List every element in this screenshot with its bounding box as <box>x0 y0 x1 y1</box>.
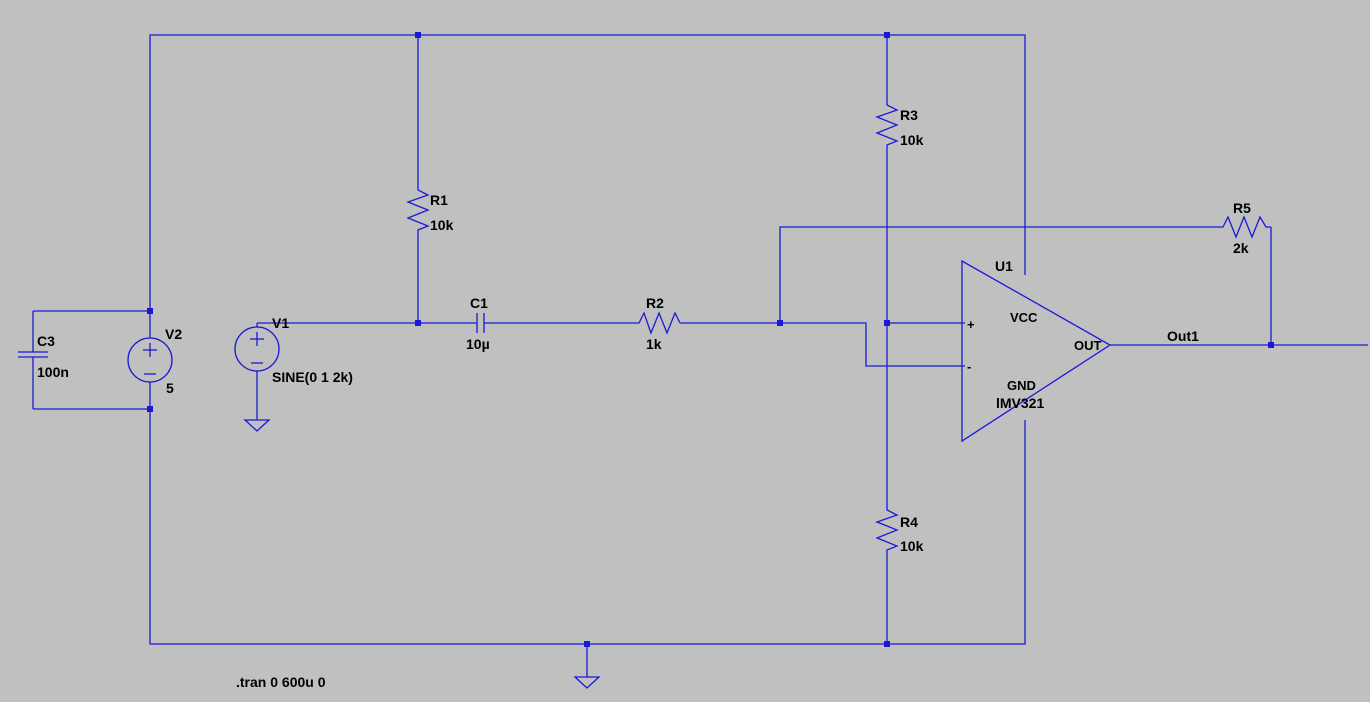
capacitor-c3[interactable]: C3 100n <box>18 333 69 380</box>
net-label-out1[interactable]: Out1 <box>1167 328 1199 344</box>
junction-dot <box>777 320 783 326</box>
wire-feedback[interactable] <box>779 226 1218 323</box>
junction-dot <box>415 32 421 38</box>
u1-plus-pin-label: + <box>967 317 975 332</box>
v2-ref-label: V2 <box>165 326 182 342</box>
opamp-triangle <box>961 259 1112 443</box>
ground-symbol[interactable] <box>573 676 601 689</box>
u1-vcc-pin-label: VCC <box>1010 310 1038 325</box>
junctions <box>147 32 1274 647</box>
opamp-u1[interactable]: U1 + - VCC GND OUT lMV321 <box>961 258 1112 443</box>
r5-value-label: 2k <box>1233 240 1249 256</box>
v1-value-label: SINE(0 1 2k) <box>272 369 353 385</box>
junction-dot <box>584 641 590 647</box>
r1-value-label: 10k <box>430 217 454 233</box>
c1-ref-label: C1 <box>470 295 488 311</box>
resistor-r5[interactable]: R5 2k <box>1218 200 1271 256</box>
junction-dot <box>884 320 890 326</box>
junction-dot <box>884 32 890 38</box>
capacitor-c1[interactable]: C1 10µ <box>466 295 490 352</box>
r4-value-label: 10k <box>900 538 924 554</box>
r2-value-label: 1k <box>646 336 662 352</box>
r4-ref-label: R4 <box>900 514 918 530</box>
resistor-r3[interactable]: R3 10k <box>875 100 924 150</box>
resistor-zigzag <box>634 311 681 335</box>
ground-symbol[interactable] <box>243 419 271 432</box>
resistor-zigzag <box>406 185 430 235</box>
junction-dot <box>147 406 153 412</box>
wires <box>32 34 1368 677</box>
resistor-zigzag <box>875 505 899 555</box>
u1-out-pin-label: OUT <box>1074 338 1102 353</box>
junction-dot <box>884 641 890 647</box>
spice-directive[interactable]: .tran 0 600u 0 <box>236 674 326 690</box>
v2-value-label: 5 <box>166 380 174 396</box>
r5-ref-label: R5 <box>1233 200 1251 216</box>
r3-ref-label: R3 <box>900 107 918 123</box>
resistor-r1[interactable]: R1 10k <box>406 185 454 235</box>
source-circle <box>127 337 173 383</box>
u1-minus-pin-label: - <box>967 359 971 374</box>
u1-model-label: lMV321 <box>996 395 1044 411</box>
resistor-r4[interactable]: R4 10k <box>875 505 924 555</box>
junction-dot <box>1268 342 1274 348</box>
wire-bottom-rail[interactable] <box>149 409 1026 645</box>
resistor-zigzag <box>875 100 899 150</box>
c3-ref-label: C3 <box>37 333 55 349</box>
c1-value-label: 10µ <box>466 336 490 352</box>
u1-ref-label: U1 <box>995 258 1013 274</box>
voltage-source-v2[interactable]: V2 5 <box>127 326 182 396</box>
c3-value-label: 100n <box>37 364 69 380</box>
v1-ref-label: V1 <box>272 315 289 331</box>
junction-dot <box>147 308 153 314</box>
r2-ref-label: R2 <box>646 295 664 311</box>
wire-node-to-minus[interactable] <box>780 322 965 367</box>
u1-gnd-pin-label: GND <box>1007 378 1036 393</box>
junction-dot <box>415 320 421 326</box>
resistor-zigzag <box>1218 215 1271 239</box>
voltage-source-v1[interactable]: V1 SINE(0 1 2k) <box>234 315 353 385</box>
r3-value-label: 10k <box>900 132 924 148</box>
r1-ref-label: R1 <box>430 192 448 208</box>
resistor-r2[interactable]: R2 1k <box>634 295 681 352</box>
wire-top-rail[interactable] <box>149 34 1026 310</box>
